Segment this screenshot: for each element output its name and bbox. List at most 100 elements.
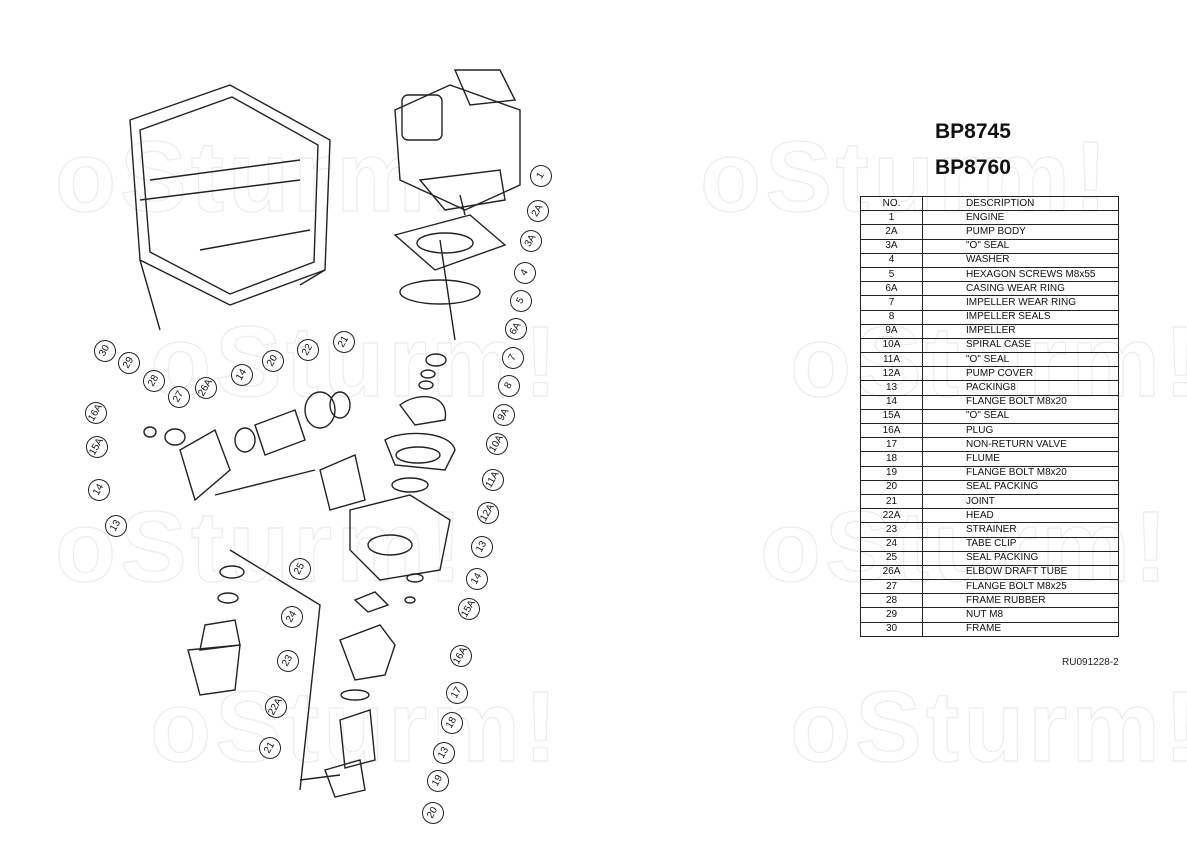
watermark: oSturm! [54,120,467,233]
part-number: 8 [860,309,923,325]
watermark: oSturm! [54,490,467,603]
part-number: 17 [860,437,923,453]
document-code: RU091228-2 [1062,657,1119,668]
part-number: 22A [860,508,923,524]
part-description: PACKING8 [922,380,1119,396]
part-description: NUT M8 [922,607,1119,623]
part-description: JOINT [922,493,1119,510]
part-number: 24 [860,536,923,552]
part-description: STRAINER [922,522,1119,538]
part-description: ELBOW DRAFT TUBE [922,564,1119,581]
part-number: 14 [860,394,923,410]
part-number: 26A [860,564,923,581]
part-number: 16A [860,422,923,439]
part-description: ENGINE [922,210,1119,226]
part-number: 11A [860,352,923,368]
part-description: HEXAGON SCREWS M8x55 [922,266,1119,283]
part-number: 10A [860,337,923,354]
part-description: FRAME RUBBER [922,593,1119,609]
header-description: DESCRIPTION [922,195,1119,212]
part-number: 3A [860,238,923,254]
part-number: 19 [860,465,923,481]
frame-drawing [129,84,331,331]
part-number: 9A [860,323,923,339]
part-description: FLANGE BOLT M8x20 [922,394,1119,410]
part-number: 12A [860,366,923,382]
part-description: IMPELLER WEAR RING [922,295,1119,311]
part-number: 1 [860,210,923,226]
part-number: 20 [860,479,923,495]
part-description: IMPELLER [922,323,1119,339]
part-description: NON-RETURN VALVE [922,437,1119,453]
part-description: IMPELLER SEALS [922,309,1119,325]
table-row: 3A"O" SEAL [860,238,1119,254]
watermark: oSturm! [149,305,562,418]
part-description: PUMP BODY [922,224,1119,240]
part-description: HEAD [922,508,1119,524]
part-description: "O" SEAL [922,408,1119,425]
part-number: 18 [860,451,923,467]
part-number: 15A [860,408,923,425]
part-description: FLANGE BOLT M8x20 [922,465,1119,481]
model-number: BP8745 [935,120,1011,143]
part-description: FLANGE BOLT M8x25 [922,579,1119,595]
part-description: TABE CLIP [922,536,1119,552]
part-number: 25 [860,550,923,566]
part-number: 30 [860,621,923,637]
part-description: "O" SEAL [922,238,1119,254]
part-description: FRAME [922,621,1119,637]
part-number: 4 [860,252,923,268]
table-header-row: NO.DESCRIPTION [860,195,1119,212]
part-description: PUMP COVER [922,366,1119,382]
part-description: PLUG [922,422,1119,439]
part-description: FLUME [922,451,1119,467]
pump-parts-drawing [143,214,507,798]
part-description: WASHER [922,252,1119,268]
watermark: oSturm! [789,670,1187,783]
part-number: 7 [860,295,923,311]
part-number: 28 [860,593,923,609]
part-description: SPIRAL CASE [922,337,1119,354]
engine-drawing [394,69,521,216]
part-number: 21 [860,493,923,510]
part-description: SEAL PACKING [922,550,1119,566]
part-number: 6A [860,281,923,297]
part-number: 13 [860,380,923,396]
watermark: oSturm! [149,670,562,783]
header-no: NO. [860,195,923,212]
part-number: 29 [860,607,923,623]
part-number: 27 [860,579,923,595]
part-description: "O" SEAL [922,352,1119,368]
part-description: SEAL PACKING [922,479,1119,495]
model-number: BP8760 [935,156,1011,179]
